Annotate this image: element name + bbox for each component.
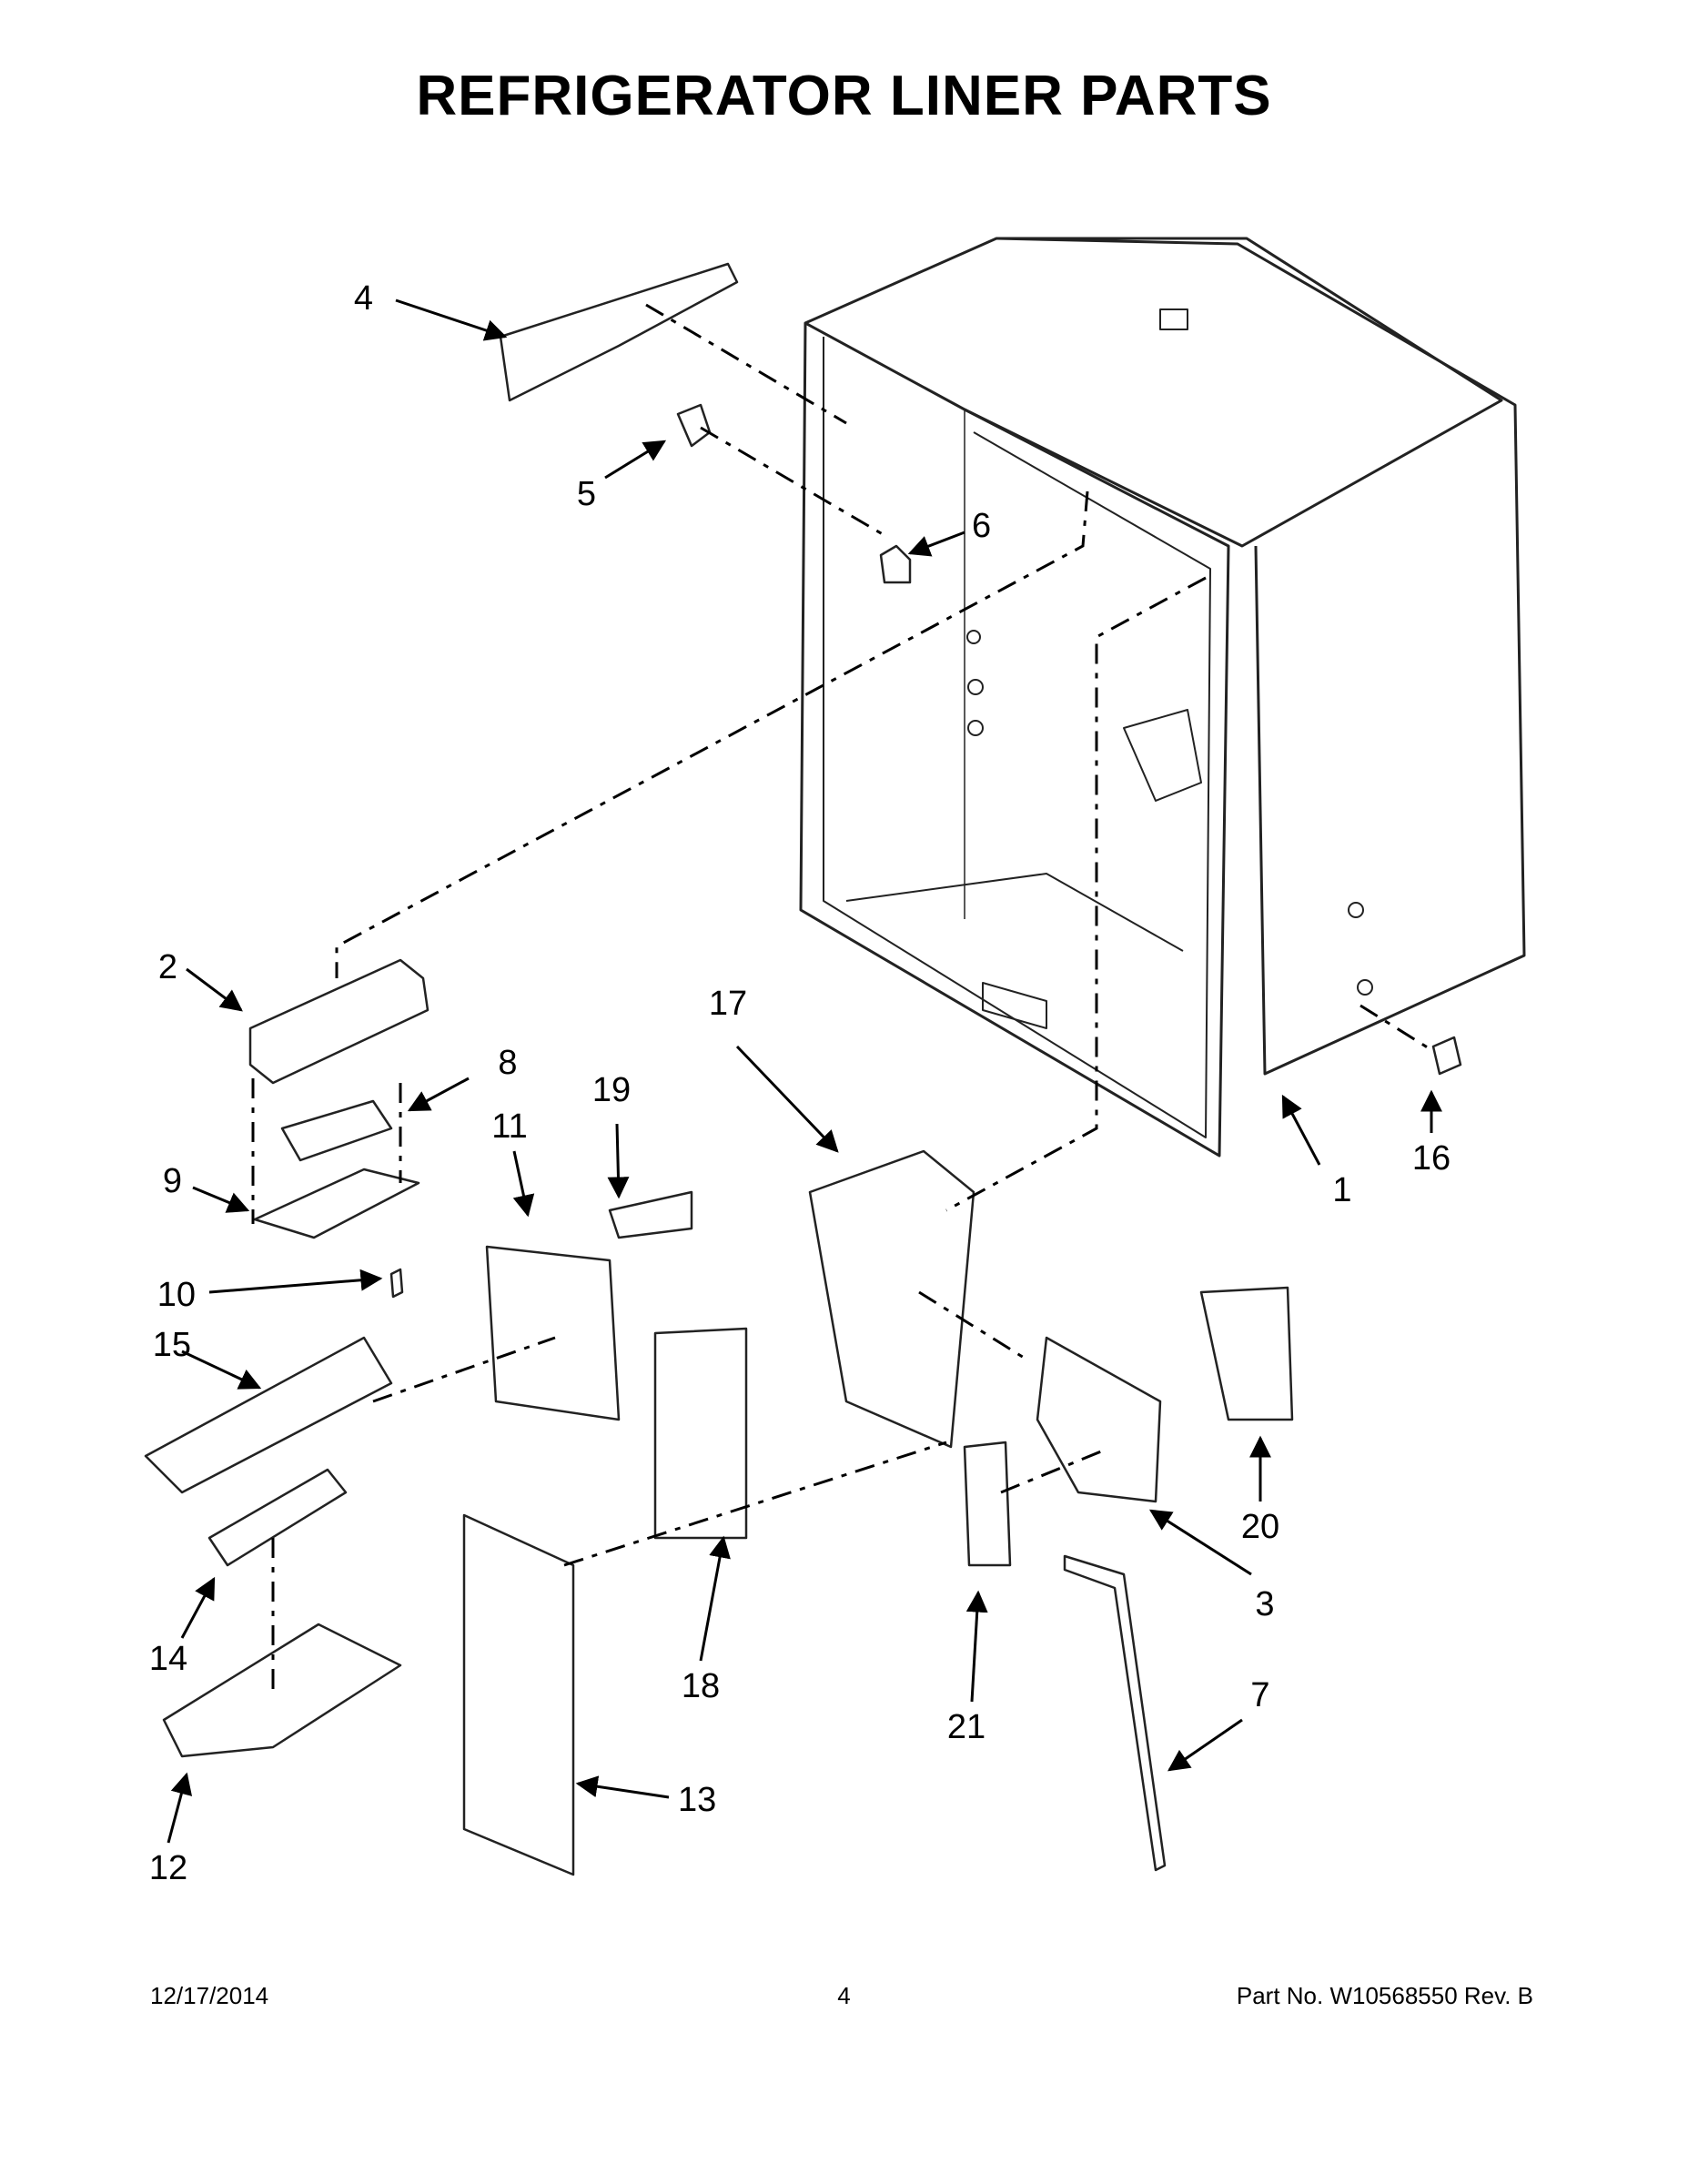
leader-15 (181, 1350, 262, 1390)
callout-4: 4 (354, 279, 373, 318)
leader-10 (208, 1269, 383, 1294)
leader-11 (512, 1150, 535, 1218)
part-11-bracket (485, 1245, 621, 1421)
callout-5: 5 (577, 475, 596, 513)
callout-20: 20 (1241, 1508, 1279, 1546)
leader-17 (735, 1045, 839, 1153)
leader-18 (699, 1535, 731, 1662)
part-2-housing (248, 958, 430, 1085)
leader-2 (186, 967, 243, 1012)
callout-6: 6 (972, 507, 991, 545)
callout-12: 12 (149, 1849, 187, 1887)
callout-10: 10 (157, 1276, 196, 1314)
leader-4 (395, 298, 508, 341)
callout-21: 21 (947, 1708, 986, 1746)
leader-8 (407, 1077, 470, 1112)
footer-date: 12/17/2014 (150, 1982, 269, 2009)
page-title: REFRIGERATOR LINER PARTS (416, 65, 1272, 127)
leader-14 (180, 1576, 216, 1639)
part-19-sensor (608, 1190, 693, 1239)
callout-7: 7 (1250, 1676, 1269, 1714)
leader-6 (907, 531, 965, 557)
part-21-clip (963, 1441, 1012, 1567)
callout-15: 15 (153, 1326, 191, 1364)
part-15-filter-head (144, 1336, 393, 1494)
part-9-plate (253, 1168, 420, 1239)
part-3-valve (1036, 1336, 1162, 1503)
footer-page-number: 4 (837, 1982, 851, 2009)
leader-21 (965, 1590, 988, 1703)
leader-5 (604, 440, 667, 480)
liner-part (799, 237, 1526, 1158)
callout-14: 14 (149, 1640, 187, 1678)
part-17-dispenser (808, 1149, 975, 1449)
callout-3: 3 (1255, 1585, 1274, 1623)
callout-16: 16 (1412, 1139, 1450, 1178)
leader-12 (167, 1772, 193, 1844)
callout-9: 9 (163, 1162, 182, 1200)
callout-13: 13 (678, 1781, 716, 1819)
part-20-clip (1199, 1286, 1294, 1421)
callout-18: 18 (682, 1667, 720, 1705)
part-10-screw (389, 1268, 404, 1299)
leader-19 (607, 1123, 630, 1199)
callout-17: 17 (709, 985, 747, 1023)
leader-1 (1281, 1094, 1321, 1166)
leader-9 (192, 1186, 250, 1213)
part-13-panel (462, 1513, 575, 1876)
part-14-filter (207, 1468, 348, 1567)
part-18-coil (653, 1327, 748, 1540)
part-6-connector (879, 544, 912, 584)
part-8-module (280, 1099, 393, 1162)
callout-8: 8 (498, 1044, 517, 1082)
callout-19: 19 (592, 1071, 631, 1109)
part-7-tube (1063, 1554, 1167, 1872)
part-4-cover (499, 262, 739, 402)
callout-2: 2 (158, 948, 177, 986)
part-16-grommet (1431, 1036, 1462, 1076)
footer-part-number: Part No. W10568550 Rev. B (1236, 1982, 1533, 2009)
callout-1: 1 (1332, 1171, 1351, 1209)
callout-11: 11 (491, 1107, 527, 1146)
leader-13 (575, 1775, 670, 1799)
part-5-grommet (676, 403, 712, 448)
part-12-tray (162, 1623, 402, 1758)
leader-3 (1148, 1509, 1252, 1576)
leader-7 (1167, 1718, 1243, 1772)
